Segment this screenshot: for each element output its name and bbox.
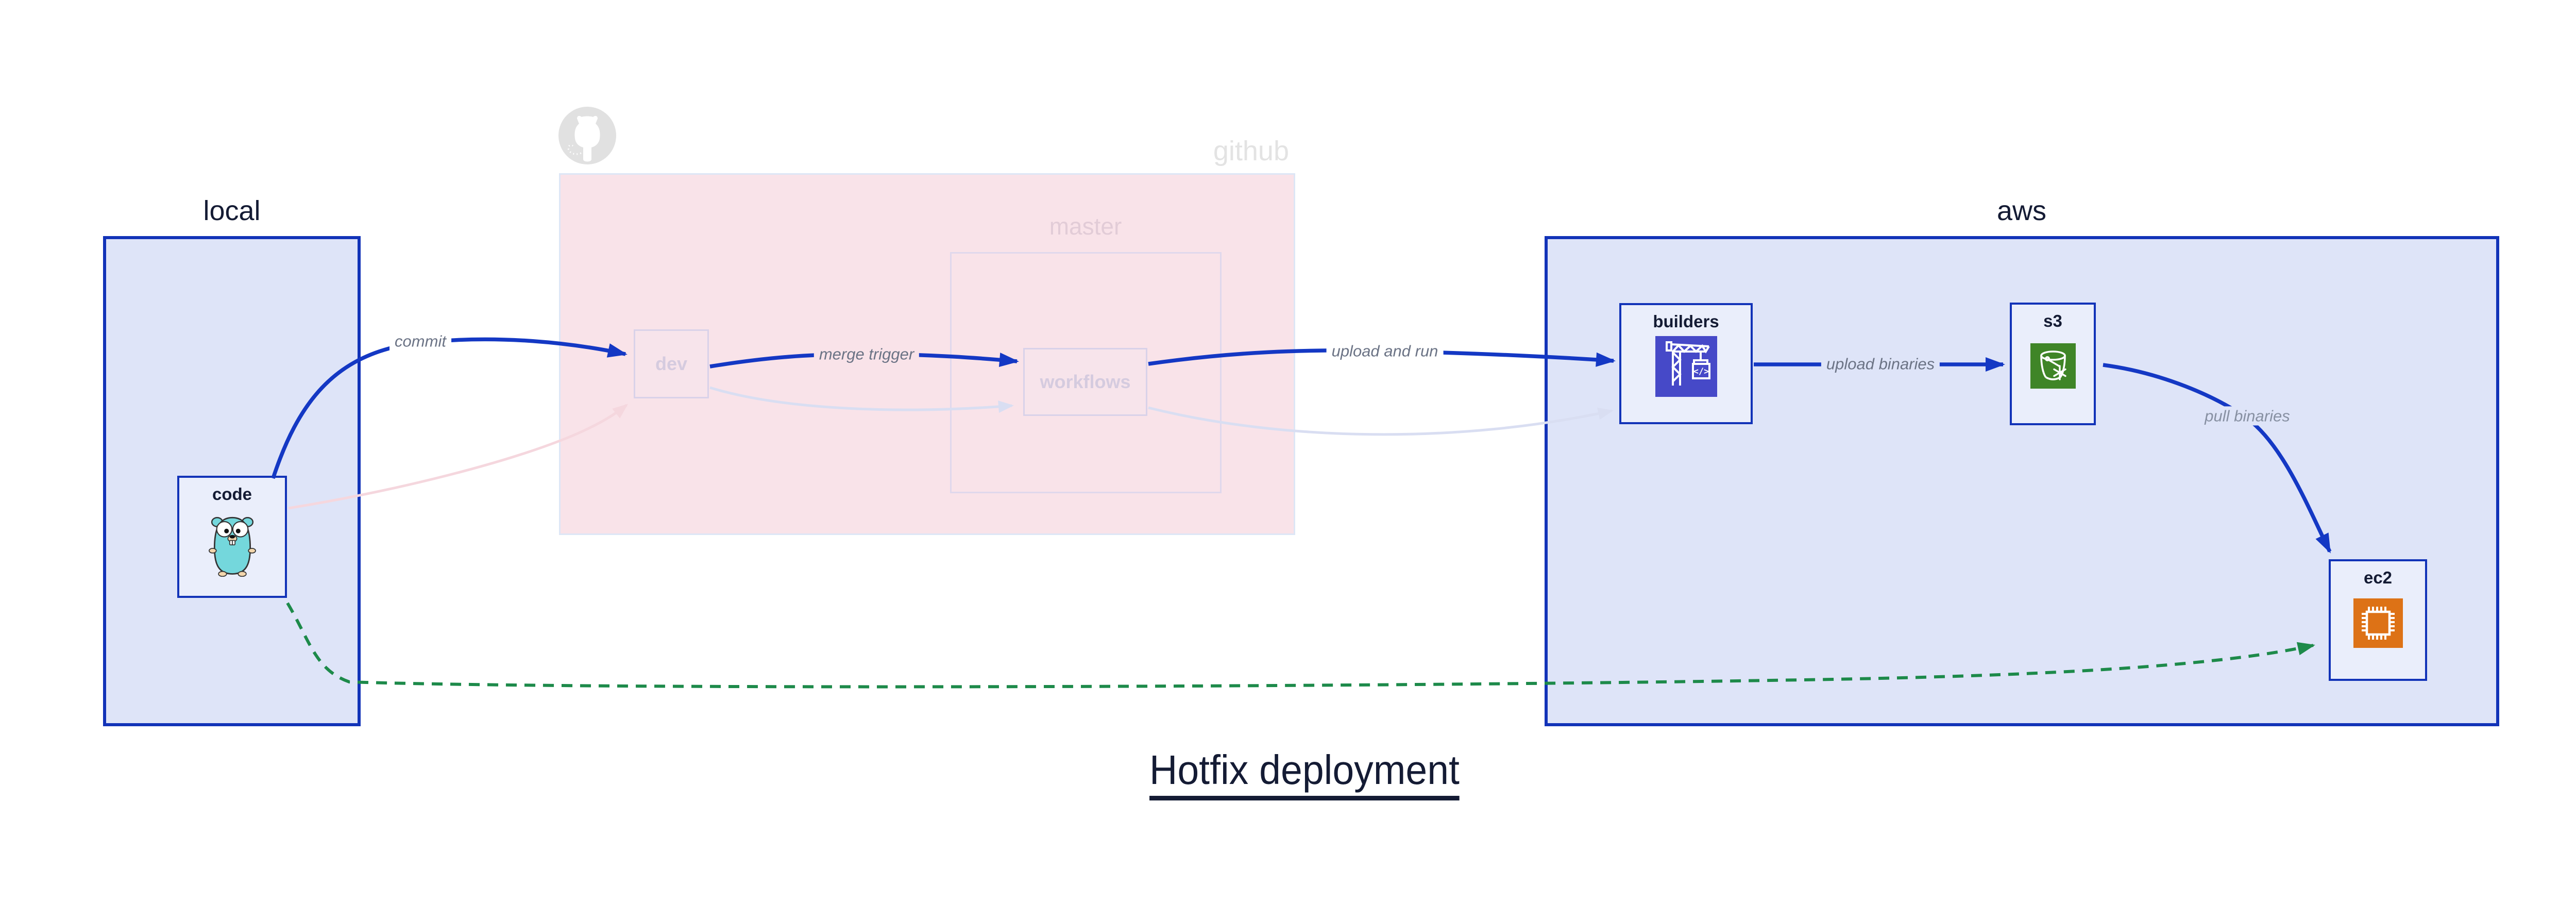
- node-ec2: ec2: [2329, 559, 2427, 681]
- edge-label-upload-and-run: upload and run: [1326, 341, 1444, 361]
- node-workflows: workflows: [1023, 348, 1147, 416]
- edge-label-merge-trigger: merge trigger: [814, 344, 920, 364]
- s3-label: s3: [2043, 311, 2062, 330]
- node-s3: s3: [2010, 303, 2096, 425]
- master-branch-label: master: [1049, 213, 1122, 240]
- workflows-label: workflows: [1040, 371, 1131, 392]
- dev-branch-label: dev: [655, 353, 688, 374]
- github-octocat-icon: [558, 107, 616, 164]
- aws-s3-glacier-icon: [2030, 343, 2076, 389]
- edge-label-commit: commit: [389, 331, 451, 351]
- ec2-label: ec2: [2363, 568, 2393, 587]
- edge-label-upload-binaries: upload binaries: [1821, 354, 1940, 374]
- aws-group-label: aws: [1996, 195, 2047, 226]
- diagram-title: Hotfix deployment: [1149, 746, 1460, 800]
- go-gopher-icon: [201, 512, 263, 579]
- aws-codebuild-icon: </>: [1655, 336, 1717, 397]
- master-branch-box: [950, 252, 1222, 493]
- code-label: code: [212, 485, 252, 504]
- builders-label: builders: [1653, 312, 1719, 331]
- github-group-label: github: [1213, 136, 1289, 166]
- node-dev-branch: dev: [634, 329, 709, 398]
- node-code: code: [177, 476, 287, 598]
- local-group-label: local: [203, 195, 261, 226]
- edge-label-pull-binaries: pull binaries: [2199, 406, 2295, 426]
- svg-text:</>: </>: [1693, 366, 1709, 377]
- aws-ec2-icon: [2353, 598, 2403, 648]
- node-builders: builders </>: [1619, 303, 1753, 424]
